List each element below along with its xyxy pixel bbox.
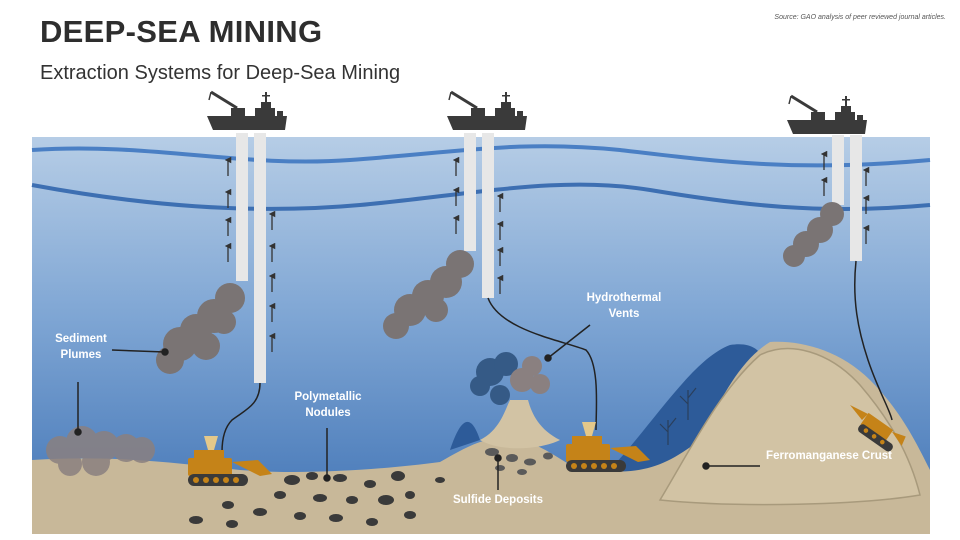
label-text: Ferromanganese Crust	[766, 450, 892, 462]
page-title: DEEP-SEA MINING	[40, 14, 323, 49]
flow-arrows	[224, 150, 870, 352]
label-sulfide-deposits: Sulfide Deposits	[438, 492, 558, 508]
riser-pipe	[254, 133, 266, 383]
label-text: Sulfide Deposits	[452, 494, 544, 506]
riser-pipe	[850, 135, 862, 261]
plume-middle	[383, 250, 474, 339]
vent-shadow	[450, 421, 480, 450]
crust-cutter	[850, 405, 868, 420]
label-polymetallic-nodules: Polymetallic Nodules	[280, 389, 376, 421]
discharge-pipe	[832, 135, 844, 205]
wave-line	[31, 182, 931, 212]
coral	[659, 387, 697, 445]
label-text: Polymetallic Nodules	[294, 391, 362, 419]
vent-smoke-gray	[510, 356, 550, 394]
hose-left	[221, 382, 261, 453]
plume-left	[156, 283, 245, 374]
seabed-plume	[46, 426, 155, 476]
label-ferromanganese-crust: Ferromanganese Crust	[754, 448, 904, 464]
discharge-pipe	[236, 133, 248, 281]
dark-slope	[600, 344, 764, 480]
hose-right	[854, 260, 893, 421]
crust-collector	[858, 412, 906, 452]
ship-right	[785, 94, 869, 136]
page-subtitle: Extraction Systems for Deep-Sea Mining	[40, 62, 401, 84]
riser-pipe	[482, 133, 494, 298]
hose-middle	[487, 297, 598, 431]
source-note: Source: GAO analysis of peer reviewed jo…	[774, 14, 946, 21]
discharge-pipe	[464, 133, 476, 251]
label-text: Sediment Plumes	[55, 333, 107, 361]
vent-smoke	[470, 352, 518, 405]
label-hydrothermal-vents: Hydrothermal Vents	[574, 290, 674, 322]
leader-lines	[74, 324, 760, 490]
vent-chimney	[480, 400, 560, 449]
nodules	[189, 471, 445, 528]
ship-left	[205, 90, 289, 132]
plume-right	[783, 202, 844, 267]
label-text: Hydrothermal Vents	[586, 292, 662, 320]
label-sediment-plumes: Sediment Plumes	[42, 331, 120, 363]
ship-middle	[445, 90, 529, 132]
